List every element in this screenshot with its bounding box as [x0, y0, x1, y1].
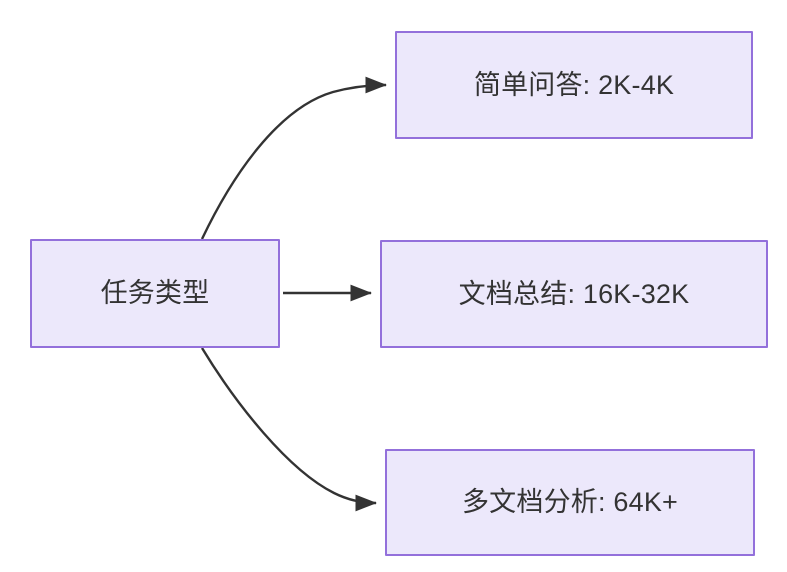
- node-label: 文档总结: 16K-32K: [458, 278, 690, 309]
- node-label: 任务类型: [100, 278, 210, 309]
- edge-to-multi-doc-analysis: [200, 347, 377, 512]
- edge-to-simple-qa: [200, 76, 387, 240]
- node-simple-qa[interactable]: 简单问答: 2K-4K: [395, 31, 753, 139]
- node-doc-summary[interactable]: 文档总结: 16K-32K: [380, 240, 768, 348]
- node-multi-doc-analysis[interactable]: 多文档分析: 64K+: [385, 449, 755, 556]
- node-label: 多文档分析: 64K+: [461, 487, 678, 518]
- node-task-type[interactable]: 任务类型: [30, 239, 280, 348]
- node-label: 简单问答: 2K-4K: [473, 69, 675, 100]
